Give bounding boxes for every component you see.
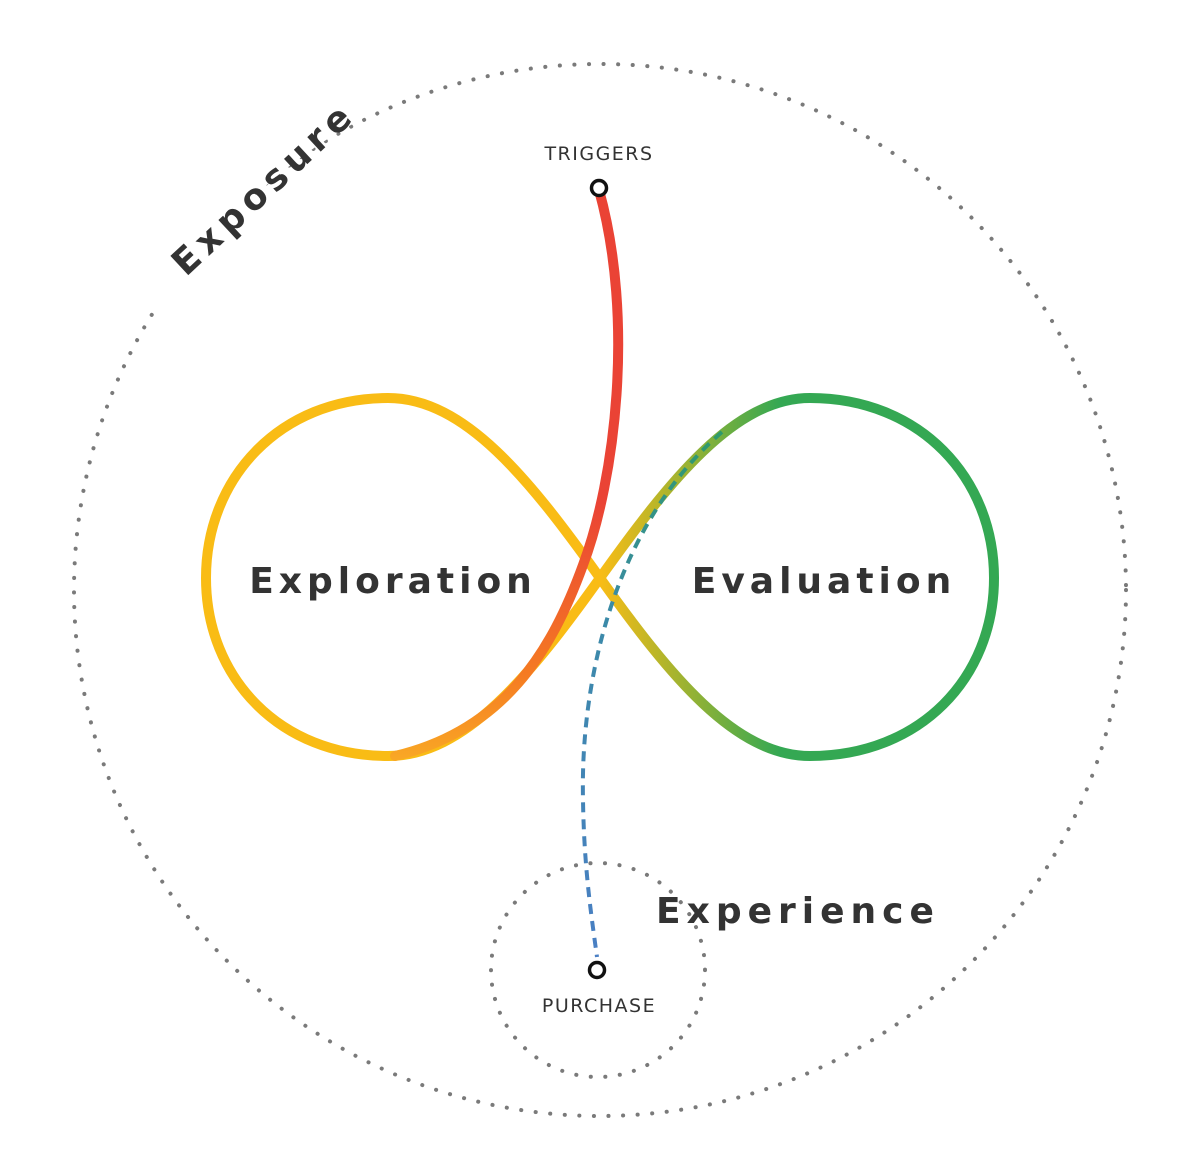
purchase-path <box>580 430 724 958</box>
exposure-label: Exposure <box>164 93 364 284</box>
purchase-label: PURCHASE <box>542 995 656 1017</box>
triggers-node <box>589 178 609 198</box>
exposure-label-gap <box>140 85 390 316</box>
purchase-node <box>587 960 607 980</box>
experience-ring <box>489 861 707 1079</box>
experience-label: Experience <box>656 891 940 932</box>
exploration-label: Exploration <box>249 561 537 602</box>
evaluation-loop <box>595 392 1000 762</box>
triggers-label: TRIGGERS <box>543 143 653 165</box>
trigger-path <box>390 185 624 761</box>
exposure-ring <box>72 62 1128 1118</box>
evaluation-label: Evaluation <box>692 561 957 602</box>
